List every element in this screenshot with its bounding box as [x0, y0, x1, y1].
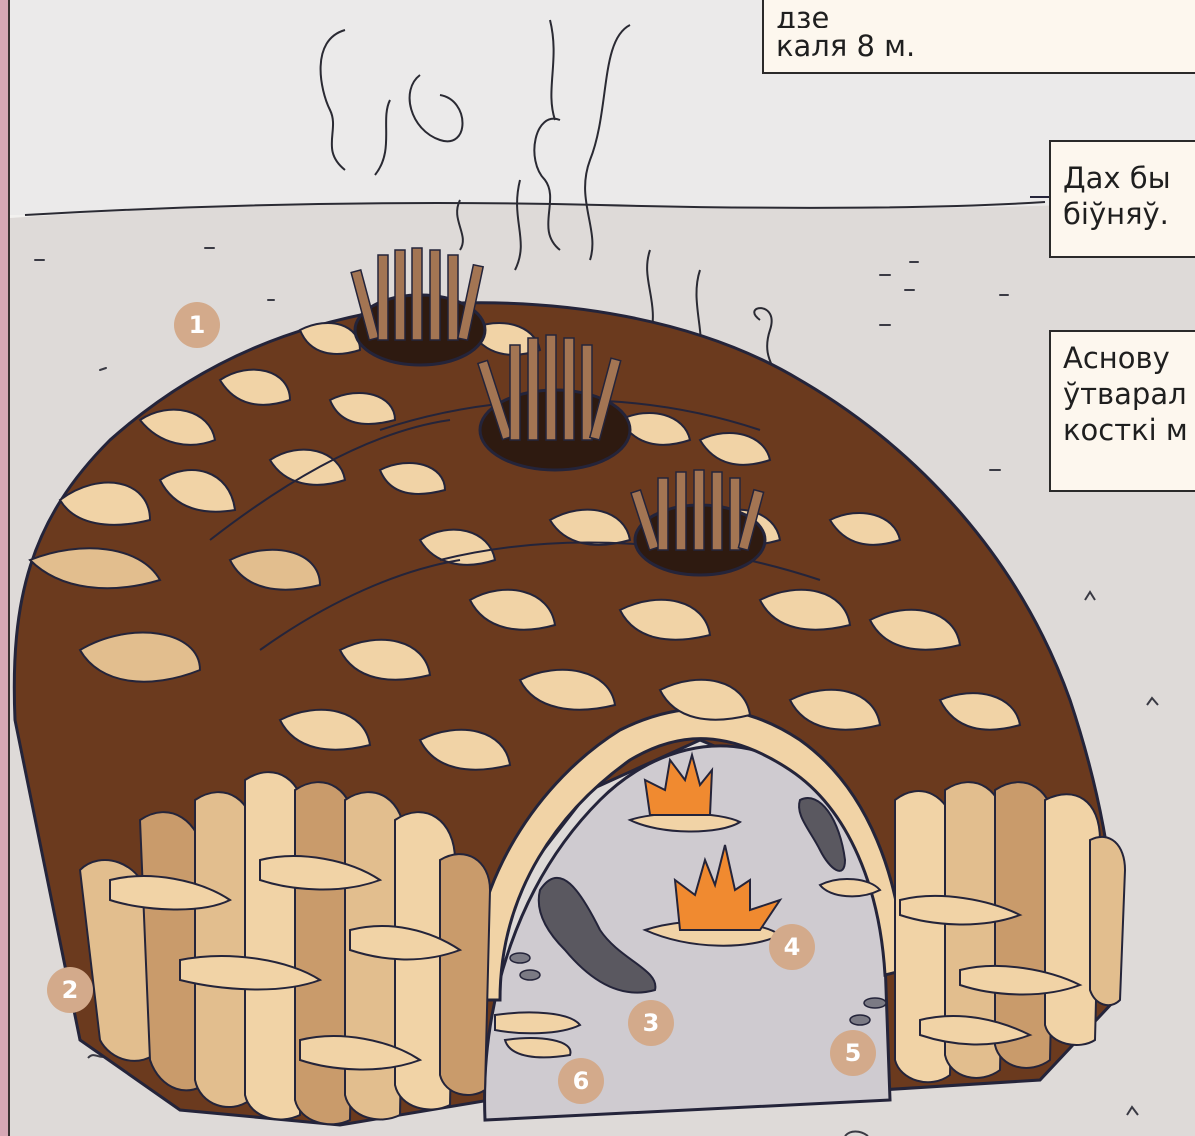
callout-roof-line2: біўняў.: [1063, 196, 1195, 232]
callout-top: дзе каля 8 м.: [762, 0, 1195, 74]
callout-base-line1: Аснову: [1063, 340, 1195, 376]
marker-3: 3: [628, 1000, 674, 1046]
callout-roof-line1: Дах бы: [1063, 160, 1195, 196]
callout-top-line1: дзе: [776, 0, 1195, 28]
marker-5: 5: [830, 1030, 876, 1076]
callout-roof: Дах бы біўняў.: [1049, 140, 1195, 258]
marker-1: 1: [174, 302, 220, 348]
callout-base: Аснову ўтварал косткі м: [1049, 330, 1195, 492]
marker-6: 6: [558, 1058, 604, 1104]
marker-2: 2: [47, 967, 93, 1013]
marker-4: 4: [769, 924, 815, 970]
callout-base-line2: ўтварал: [1063, 376, 1195, 412]
callout-base-line3: косткі м: [1063, 412, 1195, 448]
callout-top-line2: каля 8 м.: [776, 29, 915, 63]
